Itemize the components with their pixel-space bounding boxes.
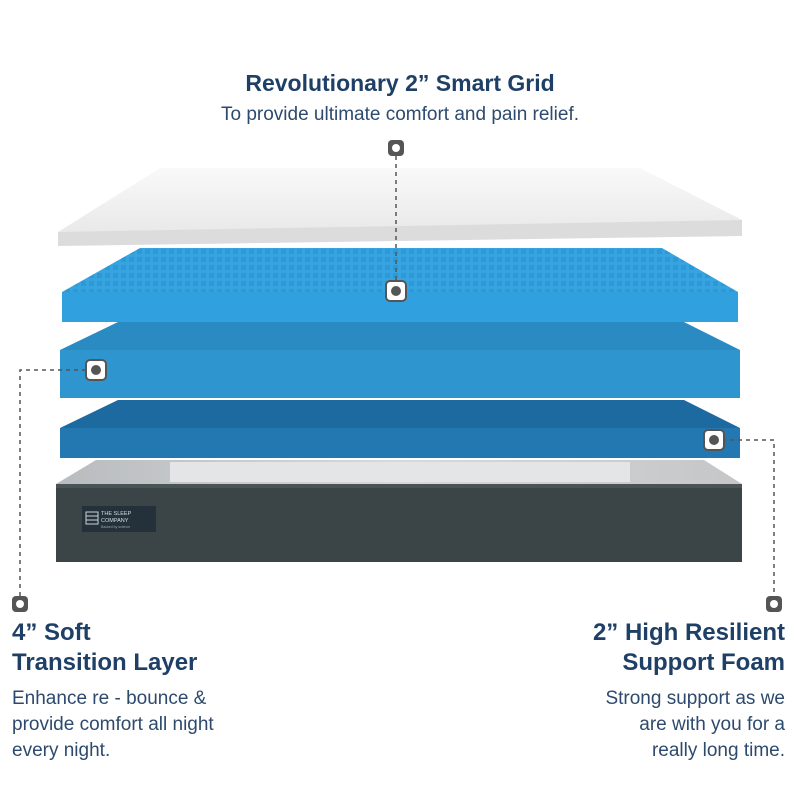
support-foam-title-line: 2” High Resilient bbox=[592, 619, 785, 646]
smart-grid-title: Revolutionary 2” Smart Grid bbox=[245, 70, 555, 96]
support-foam-desc-line: really long time. bbox=[651, 740, 785, 761]
support-foam-layer bbox=[60, 400, 740, 458]
transition-layer-title: 4” Soft Transition Layer bbox=[12, 618, 312, 678]
brand-name-line2: COMPANY bbox=[101, 518, 129, 524]
transition-layer-title-line: Transition Layer bbox=[12, 649, 198, 676]
brand-name-line1: THE SLEEP bbox=[101, 511, 132, 517]
transition-layer-desc-line: Enhance re - bounce & bbox=[12, 688, 207, 709]
brand-logo-icon bbox=[85, 511, 99, 525]
brand-label: THE SLEEP COMPANY Backed by science bbox=[82, 506, 156, 532]
transition-layer bbox=[60, 322, 740, 398]
mattress-base bbox=[56, 460, 742, 562]
smart-grid-subtitle: To provide ultimate comfort and pain rel… bbox=[220, 104, 579, 125]
support-foam-desc-line: Strong support as we bbox=[605, 688, 785, 709]
transition-layer-desc-line: provide comfort all night bbox=[12, 714, 214, 735]
support-foam-title-line: Support Foam bbox=[622, 649, 785, 676]
transition-layer-title-line: 4” Soft bbox=[12, 619, 91, 646]
top-cover-layer bbox=[58, 168, 742, 246]
callout-connectors bbox=[19, 156, 775, 596]
support-foam-description: Strong support as we are with you for a … bbox=[520, 686, 785, 764]
transition-layer-description: Enhance re - bounce & provide comfort al… bbox=[12, 686, 292, 764]
brand-tagline: Backed by science bbox=[101, 525, 130, 529]
layer-marker-icon bbox=[12, 140, 782, 612]
support-foam-desc-line: are with you for a bbox=[639, 714, 785, 735]
support-foam-title: 2” High Resilient Support Foam bbox=[480, 618, 785, 678]
transition-layer-desc-line: every night. bbox=[12, 740, 111, 761]
smart-grid-layer bbox=[62, 248, 738, 322]
